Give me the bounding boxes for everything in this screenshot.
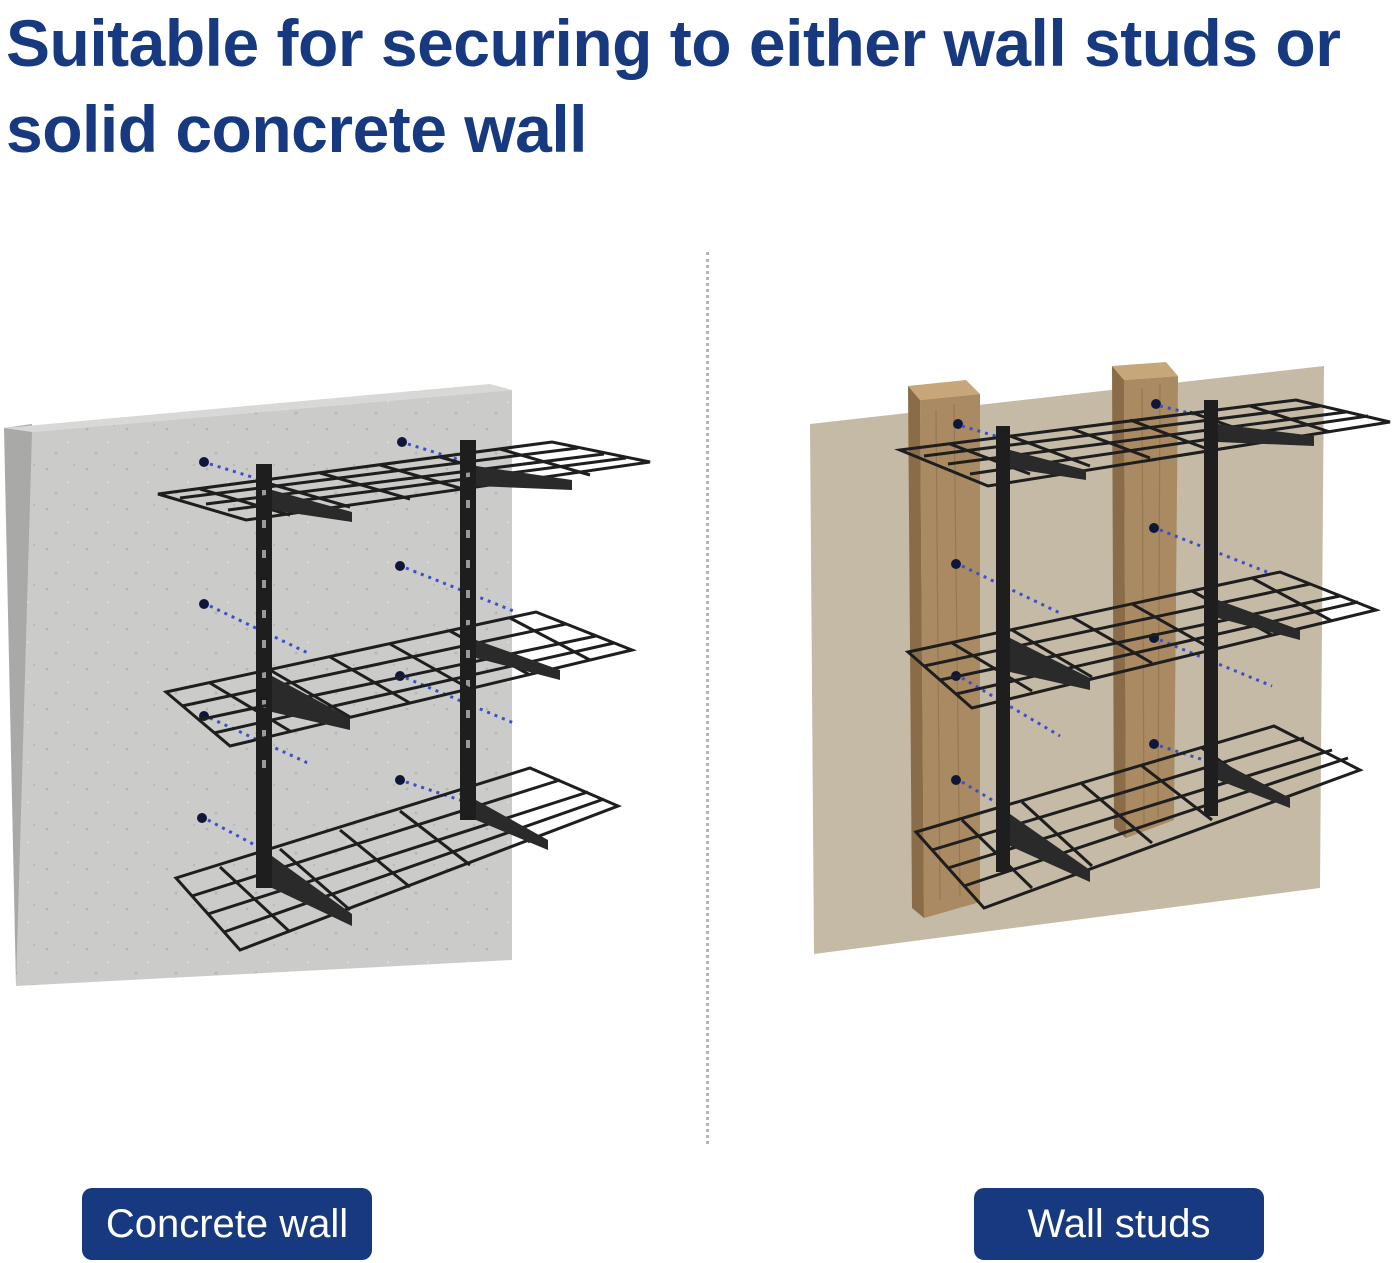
concrete-wall-label: Concrete wall — [82, 1188, 372, 1260]
shelf-brackets — [272, 466, 572, 926]
wall-studs-label: Wall studs — [974, 1188, 1264, 1260]
wood-studs — [908, 362, 1178, 918]
stud-shelf-brackets — [1010, 424, 1314, 882]
center-divider — [706, 252, 709, 1144]
wall-studs-illustration — [810, 362, 1391, 954]
concrete-wall-illustration — [4, 384, 651, 986]
headline: Suitable for securing to either wall stu… — [6, 6, 1341, 166]
concrete-slab-top — [4, 384, 512, 432]
